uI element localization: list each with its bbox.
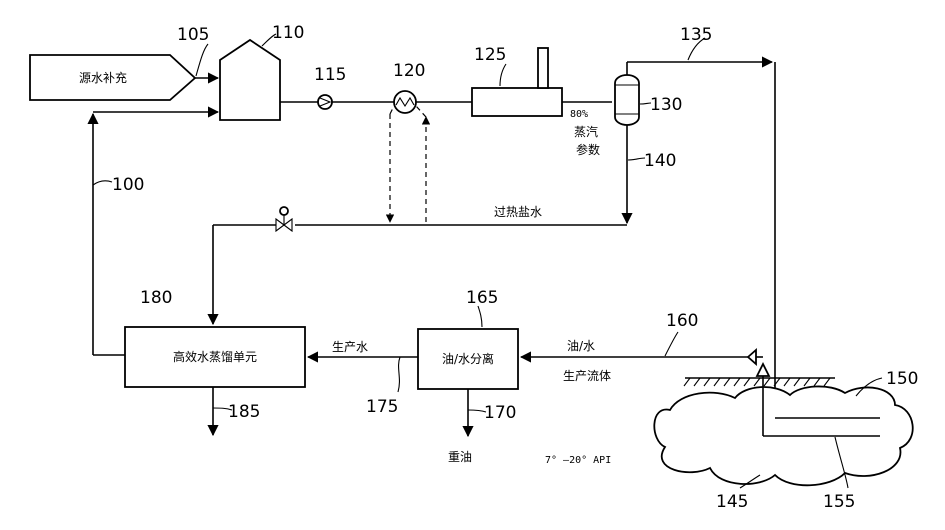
leader-135	[687, 37, 706, 61]
ref-120: 120	[393, 61, 425, 81]
ground-surface	[683, 377, 835, 387]
leader-155	[834, 436, 849, 489]
production-well	[762, 376, 880, 437]
steam-quality-80: 80%	[570, 109, 588, 120]
feed-tank	[219, 38, 281, 121]
ref-145: 145	[716, 492, 748, 512]
ref-105: 105	[177, 25, 209, 45]
heat-exchanger	[393, 90, 417, 114]
leader-105	[195, 43, 209, 77]
exchanger-link-left	[389, 105, 395, 115]
exchanger-link-right	[415, 105, 427, 118]
oil-water-separator: 油/水分离	[417, 328, 519, 390]
leader-175	[397, 356, 401, 393]
leader-125	[499, 63, 507, 87]
superheated-brine-label: 过热盐水	[494, 205, 542, 219]
leader-170	[467, 409, 487, 413]
ref-135: 135	[680, 25, 712, 45]
ref-180: 180	[140, 288, 172, 308]
leader-140	[627, 157, 646, 161]
steam-separator	[614, 74, 640, 126]
leader-110	[261, 33, 277, 47]
brine-valve	[275, 206, 293, 233]
oil-water-separator-label: 油/水分离	[442, 351, 494, 366]
ref-130: 130	[650, 95, 682, 115]
leader-145	[739, 474, 761, 489]
ref-160: 160	[666, 311, 698, 331]
leader-160	[664, 331, 679, 357]
ref-185: 185	[228, 402, 260, 422]
source-water-makeup: 源水补充	[29, 54, 197, 101]
heavy-oil-label: 重油	[448, 450, 472, 464]
steam-generator	[471, 47, 563, 117]
leader-100	[92, 180, 113, 186]
ref-170: 170	[484, 403, 516, 423]
ref-175: 175	[366, 397, 398, 417]
ref-125: 125	[474, 45, 506, 65]
steam-quality-label-1: 蒸汽	[574, 124, 598, 139]
leader-150	[855, 377, 883, 397]
steam-quality-label-2: 参数	[576, 142, 600, 157]
leader-130	[639, 102, 652, 105]
ref-100: 100	[112, 175, 144, 195]
api-gravity-label: 7° —20° API	[545, 455, 611, 466]
pump	[317, 94, 333, 110]
distillation-unit: 高效水蒸馏单元	[124, 326, 306, 388]
ref-165: 165	[466, 288, 498, 308]
ref-115: 115	[314, 65, 346, 85]
oil-water-label: 油/水	[567, 339, 595, 353]
production-wellhead	[746, 348, 771, 377]
ref-140: 140	[644, 151, 676, 171]
source-water-label: 源水补充	[79, 70, 127, 85]
leader-185	[212, 407, 233, 411]
ref-110: 110	[272, 23, 304, 43]
leader-165	[477, 305, 483, 328]
ref-150: 150	[886, 369, 918, 389]
produced-water-label: 生产水	[332, 340, 368, 354]
ref-155: 155	[823, 492, 855, 512]
distillation-unit-label: 高效水蒸馏单元	[173, 349, 257, 364]
produced-fluid-label: 生产流体	[563, 369, 611, 383]
